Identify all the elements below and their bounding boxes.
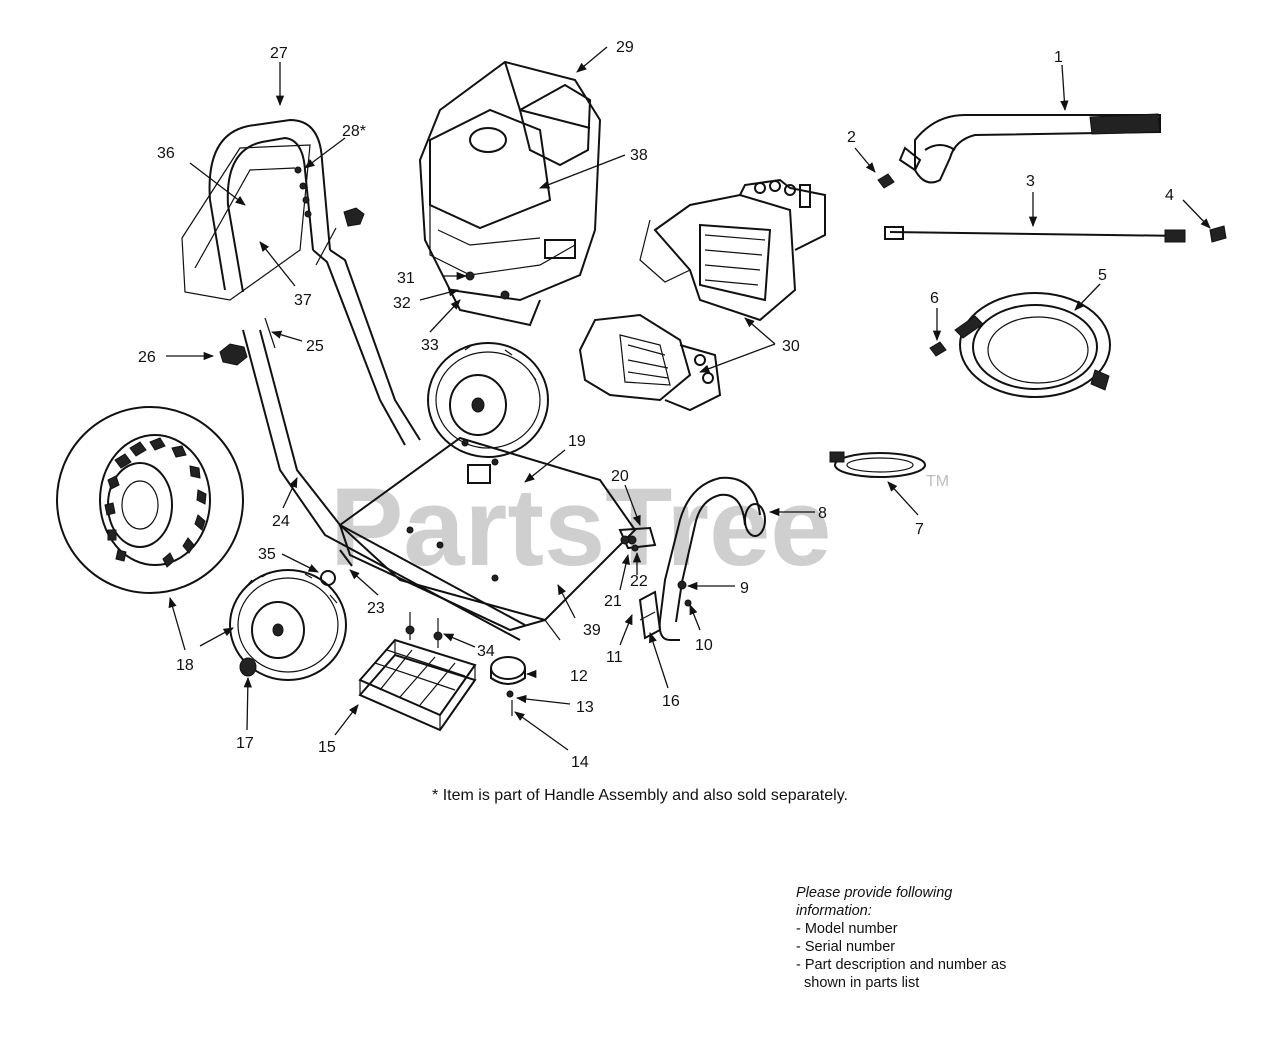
callout-36: 36: [157, 145, 175, 162]
inlet-hose: [829, 451, 926, 478]
bracket: [620, 535, 662, 640]
extension-wand: [884, 226, 1186, 243]
wheel-upper: [427, 342, 549, 458]
callout-26: 26: [138, 349, 156, 366]
hub-cap: [239, 657, 257, 677]
watermark-text: PartsTree: [330, 466, 831, 589]
callout-25: 25: [306, 338, 324, 355]
callout-23: 23: [367, 600, 385, 617]
callout-9: 9: [740, 580, 749, 597]
nozzle: [1209, 225, 1227, 243]
callout-16: 16: [662, 693, 680, 710]
callout-34: 34: [477, 643, 495, 660]
callout-24: 24: [272, 513, 290, 530]
callout-5: 5: [1098, 267, 1107, 284]
axle: [339, 549, 353, 567]
callout-7: 7: [915, 521, 924, 538]
base-tank: [338, 436, 657, 641]
callout-28: 28*: [342, 123, 366, 140]
info-item: - Model number: [796, 921, 898, 937]
callout-8: 8: [818, 505, 827, 522]
accessory-basket: [358, 612, 477, 732]
callout-29: 29: [616, 39, 634, 56]
callout-13: 13: [576, 699, 594, 716]
high-pressure-hose: [954, 292, 1111, 398]
callout-22: 22: [630, 573, 648, 590]
callout-32: 32: [393, 295, 411, 312]
info-heading-line1: Please provide following: [796, 885, 953, 901]
hose-hook: [490, 656, 526, 716]
info-item: - Part description and number as: [796, 957, 1007, 973]
wheel-lower: [229, 569, 347, 681]
callout-10: 10: [695, 637, 713, 654]
callout-14: 14: [571, 754, 589, 771]
spray-gun: [898, 113, 1161, 184]
info-heading-line2: information:: [796, 903, 872, 919]
info-item: - Serial number: [796, 939, 896, 955]
callout-19: 19: [568, 433, 586, 450]
callout-4: 4: [1165, 187, 1174, 204]
footnote: * Item is part of Handle Assembly and al…: [432, 787, 848, 804]
callout-21: 21: [604, 593, 622, 610]
engine: [418, 60, 602, 327]
callout-12: 12: [570, 668, 588, 685]
callout-labels: 1 2 3 4 5 6 7 8 9 10 11 12 13 14 15 16 1…: [138, 39, 1174, 771]
callout-17: 17: [236, 735, 254, 752]
info-item: shown in parts list: [796, 975, 920, 991]
callout-18: 18: [176, 657, 194, 674]
quick-connect-coupler: [877, 173, 895, 189]
callout-1: 1: [1054, 49, 1063, 66]
callout-30: 30: [782, 338, 800, 355]
callout-3: 3: [1026, 173, 1035, 190]
callout-11: 11: [606, 649, 623, 666]
callout-27: 27: [270, 45, 288, 62]
callout-2: 2: [847, 129, 856, 146]
callout-39: 39: [583, 622, 601, 639]
tire-detail-circle: [56, 406, 244, 594]
callout-31: 31: [397, 270, 415, 287]
pump-upper: [639, 178, 826, 322]
handle-frame: [181, 118, 526, 641]
callout-35: 35: [258, 546, 276, 563]
right-handle-tube: [658, 476, 766, 641]
info-box: Please provide following information: - …: [796, 884, 1006, 992]
callout-15: 15: [318, 739, 336, 756]
callout-20: 20: [611, 468, 629, 485]
pump-lower: [578, 313, 722, 412]
callout-38: 38: [630, 147, 648, 164]
leader-arrows: [166, 46, 1211, 751]
callout-33: 33: [421, 337, 439, 354]
callout-6: 6: [930, 290, 939, 307]
callout-37: 37: [294, 292, 312, 309]
watermark-trademark: TM: [926, 473, 949, 490]
adapter-fitting: [929, 341, 947, 357]
